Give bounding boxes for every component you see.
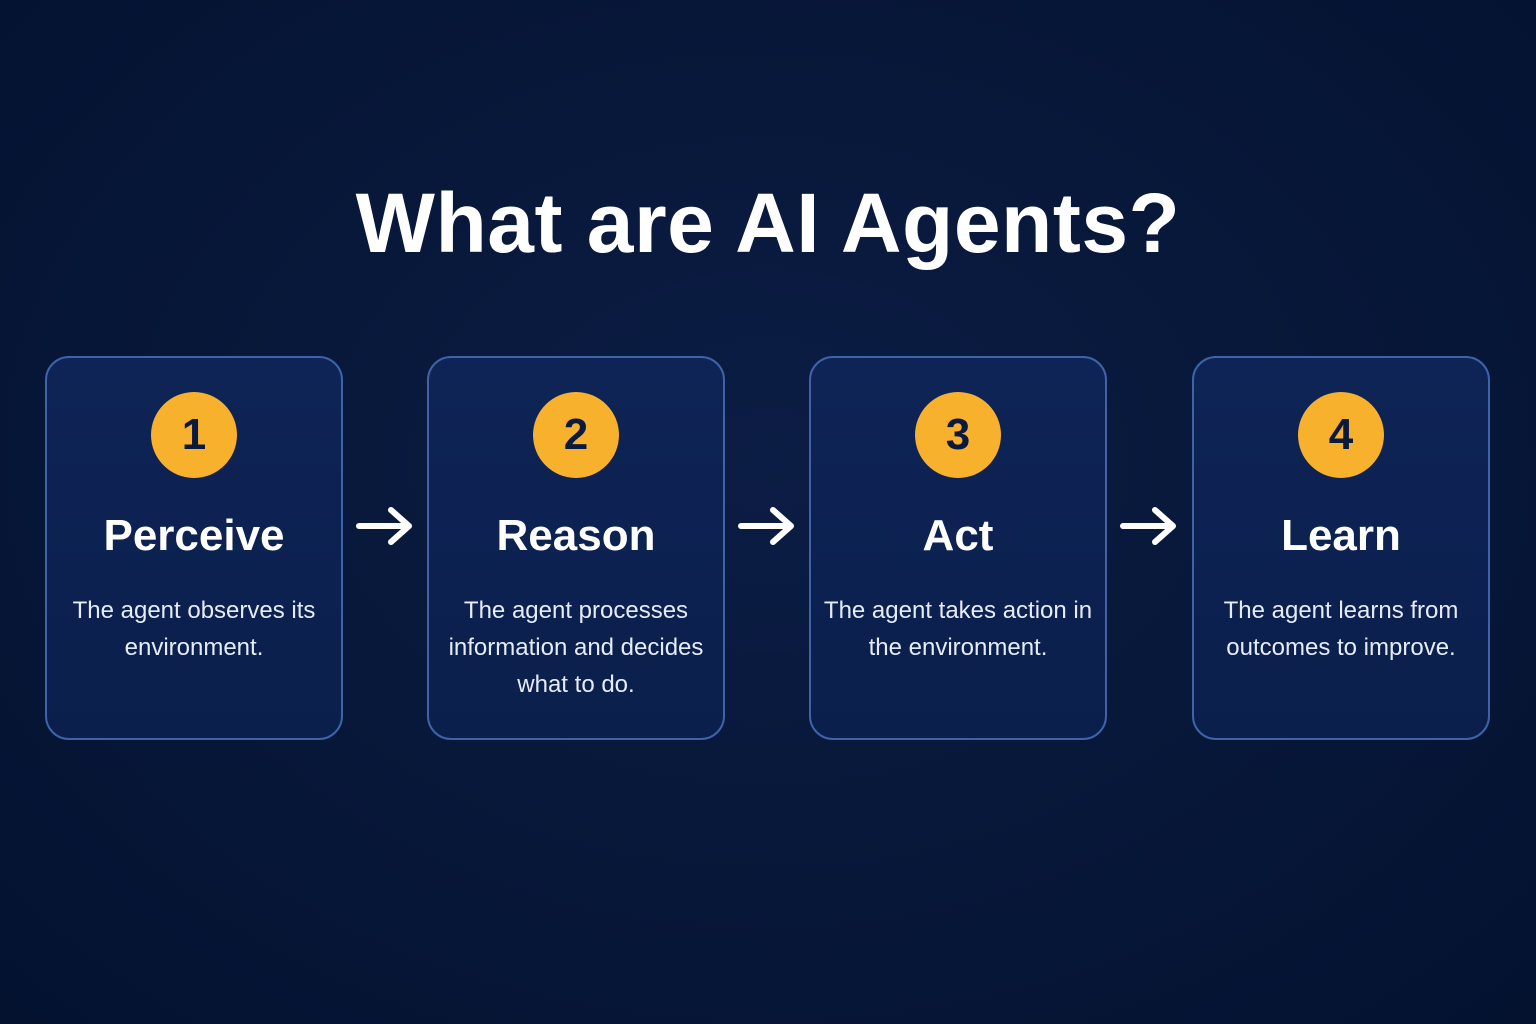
step-number-badge: 2 [533, 392, 619, 478]
step-description: The agent takes action in the environmen… [823, 597, 1093, 661]
step-number-badge: 1 [151, 392, 237, 478]
step-card-reason: 2 Reason The agent processes information… [427, 356, 725, 740]
arrow-right-icon [737, 504, 797, 548]
step-card-perceive: 1 Perceive The agent observes its enviro… [45, 356, 343, 740]
step-description: The agent learns from outcomes to improv… [1223, 597, 1459, 661]
step-title: Reason [496, 511, 656, 560]
step-card-act: 3 Act The agent takes action in the envi… [809, 356, 1107, 740]
arrow-right-icon [355, 504, 415, 548]
page-title: What are AI Agents? [355, 176, 1181, 270]
step-title: Act [922, 511, 994, 560]
step-description: The agent processes information and deci… [448, 597, 704, 698]
agent-process-flow: 1 Perceive The agent observes its enviro… [45, 356, 1493, 744]
step-number-badge: 4 [1298, 392, 1384, 478]
step-number-badge: 3 [915, 392, 1001, 478]
step-title: Learn [1281, 511, 1401, 560]
step-card-learn: 4 Learn The agent learns from outcomes t… [1192, 356, 1490, 740]
arrow-right-icon [1119, 504, 1179, 548]
step-description: The agent observes its environment. [72, 597, 316, 661]
step-title: Perceive [103, 511, 285, 560]
